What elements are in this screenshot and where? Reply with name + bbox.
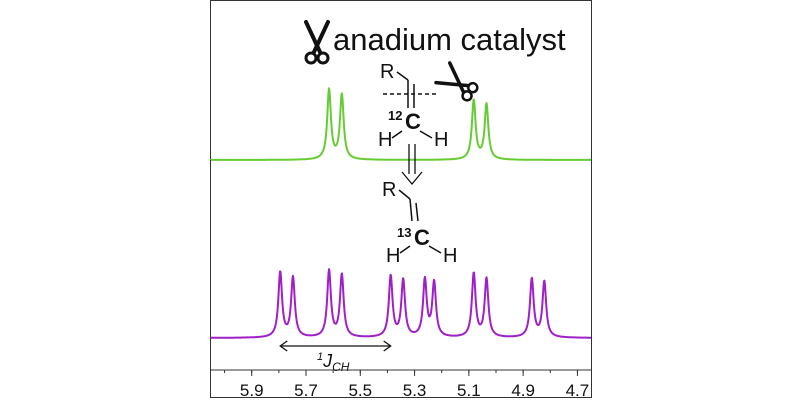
x-tick-label: 5.9 [240, 381, 264, 400]
center-atom: C [414, 225, 430, 250]
double-bond-1 [409, 198, 413, 222]
coupling-arrowhead-right [383, 340, 392, 352]
bond-c-h-right [428, 245, 442, 254]
h-left: H [378, 129, 392, 151]
bond-r-c [398, 189, 411, 200]
coupling-superscript: 1 [317, 351, 323, 363]
bond-c-h-left [391, 130, 403, 139]
coupling-arrowhead-left [279, 340, 288, 352]
double-bond-2 [415, 202, 419, 222]
x-tick-label: 4.9 [511, 381, 535, 400]
x-tick-label: 5.5 [348, 381, 372, 400]
r-label: R [382, 179, 396, 201]
coupling-symbol: J [322, 351, 333, 371]
isotope-mass: 12 [388, 108, 402, 123]
top-spectrum-line [210, 87, 592, 161]
bond-c-h-right [419, 130, 433, 139]
coupling-subscript: CH [332, 360, 350, 374]
x-tick-label: 5.1 [457, 381, 481, 400]
h-right: H [434, 129, 448, 151]
coupling-annotation: 1JCH [279, 340, 392, 374]
x-tick-label: 5.7 [294, 381, 318, 400]
isotope-mass: 13 [397, 225, 411, 240]
bond-r-c [396, 71, 409, 81]
x-tick-label: 4.7 [566, 381, 590, 400]
scissors-icon [304, 20, 330, 65]
h-right: H [443, 245, 457, 267]
x-tick-label: 5.3 [403, 381, 427, 400]
reaction-arrow [401, 144, 423, 186]
plot-frame [210, 0, 592, 398]
x-axis-ticks: 5.9 5.7 5.5 5.3 5.1 4.9 4.7 [224, 370, 590, 400]
h-left: H [386, 245, 400, 267]
center-atom: C [405, 109, 421, 134]
bond-c-h-left [399, 245, 411, 254]
title-text: anadium catalyst [333, 22, 566, 57]
bottom-spectrum-line [210, 268, 592, 339]
molecule-bottom: R 13 C H H [382, 179, 457, 267]
r-label: R [380, 61, 394, 83]
molecule-top: R 12 C H H [378, 61, 479, 151]
scissors-cut-icon [434, 61, 479, 102]
title: anadium catalyst [304, 20, 566, 65]
